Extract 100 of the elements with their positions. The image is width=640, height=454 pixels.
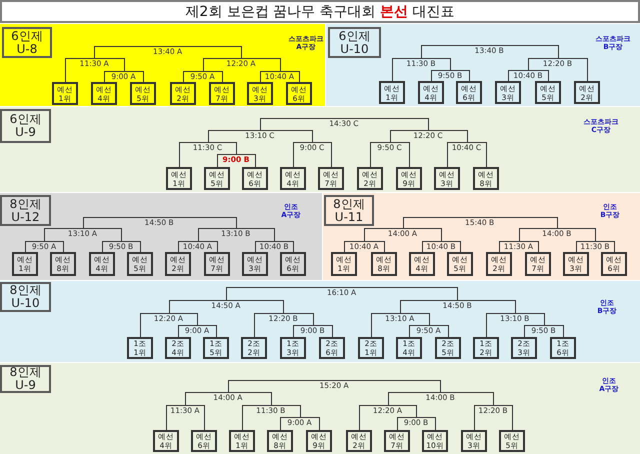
bracket-line (370, 142, 391, 168)
bracket-line (169, 300, 227, 314)
bracket-line (390, 130, 429, 143)
bracket-line (364, 241, 385, 253)
division-box: 8인제 U-9 (0, 365, 51, 393)
bracket-line (421, 45, 490, 59)
bracket-line (198, 228, 237, 242)
bracket-line (271, 405, 301, 418)
bracket-line (557, 228, 596, 242)
bracket-line (83, 228, 122, 242)
bracket-line (228, 392, 272, 406)
bracket-line (242, 405, 272, 431)
division-box: 6인제 U-10 (328, 27, 381, 58)
bracket-line (515, 313, 545, 326)
bracket-panel (0, 107, 640, 192)
bracket-line (544, 325, 564, 338)
bracket-line (489, 45, 559, 59)
bracket-line (457, 300, 516, 314)
bracket-line (595, 241, 615, 253)
bracket-line (260, 118, 345, 131)
bracket-line (226, 287, 343, 301)
bracket-line (203, 58, 242, 72)
bracket-line (480, 217, 558, 229)
bracket-line (344, 118, 429, 131)
bracket-line (65, 58, 95, 83)
bracket-line (409, 325, 430, 338)
bracket-line (44, 228, 84, 242)
bracket-line (390, 142, 410, 168)
bracket-line (121, 241, 141, 253)
bracket-line (558, 58, 588, 82)
division-box: 6인제 U-9 (0, 109, 51, 143)
bracket-panel (0, 193, 322, 280)
bracket-line (255, 241, 275, 253)
bracket-line (519, 228, 558, 242)
bracket-line (183, 71, 204, 83)
bracket-line (499, 241, 520, 253)
bracket-panel (0, 281, 640, 362)
bracket-line (431, 70, 451, 82)
bracket-line (102, 241, 122, 253)
bracket-line (208, 130, 261, 143)
division-box: 8인제 U-11 (324, 195, 374, 226)
bracket-line (226, 300, 284, 314)
bracket-line (312, 142, 332, 168)
bracket-line (400, 313, 430, 326)
title-text: 제2회 보은컵 꿈나무 축구대회 본선 대진표 (185, 4, 455, 20)
bracket-line (104, 71, 125, 83)
bracket-line (371, 313, 401, 338)
bracket-line (334, 380, 441, 393)
bracket-panel (0, 24, 325, 106)
bracket-line (421, 58, 451, 71)
bracket-line (528, 58, 559, 71)
bracket-line (397, 417, 417, 431)
bracket-line (25, 241, 45, 253)
bracket-line (166, 405, 186, 431)
division-box: 8인제 U-10 (0, 282, 51, 312)
bracket-line (94, 58, 125, 72)
bracket-line (467, 142, 487, 168)
bracket-line (359, 405, 389, 431)
bracket-line (486, 313, 516, 338)
bracket-line (344, 241, 365, 253)
bracket-line (416, 417, 436, 431)
bracket-line (508, 70, 529, 82)
bracket-line (388, 392, 441, 406)
bracket-line (392, 58, 422, 82)
bracket-line (283, 313, 314, 326)
bracket-line (178, 241, 199, 253)
bracket-line (313, 325, 333, 338)
bracket-line (519, 241, 539, 253)
bracket-line (198, 241, 218, 253)
division-box: 6인제 U-8 (2, 27, 52, 58)
bracket-line (400, 300, 458, 314)
bracket-line (403, 228, 442, 242)
bracket-line (241, 58, 281, 72)
bracket-line (185, 405, 205, 431)
bracket-panel (0, 363, 640, 454)
bracket-line (447, 142, 468, 168)
bracket-line (260, 71, 281, 83)
bracket-panel (326, 24, 640, 106)
bracket-line (179, 142, 209, 168)
bracket-line (203, 71, 223, 83)
bracket-line (208, 142, 237, 155)
division-box: 8인제 U-12 (0, 195, 51, 226)
bracket-line (576, 241, 596, 253)
bracket-line (422, 241, 442, 253)
bracket-line (403, 217, 481, 229)
bracket-line (429, 325, 449, 338)
bracket-line (178, 325, 198, 338)
bracket-line (140, 313, 170, 338)
bracket-line (440, 392, 494, 406)
bracket-line (450, 70, 470, 82)
bracket-panel (323, 193, 640, 280)
bracket-line (236, 154, 256, 168)
bracket-line (185, 392, 229, 406)
bracket-line (83, 217, 160, 229)
bracket-line (280, 417, 301, 431)
bracket-line (300, 417, 320, 431)
bracket-line (493, 405, 513, 431)
bracket-line (280, 71, 300, 83)
bracket-line (168, 46, 242, 59)
bracket-line (44, 241, 64, 253)
